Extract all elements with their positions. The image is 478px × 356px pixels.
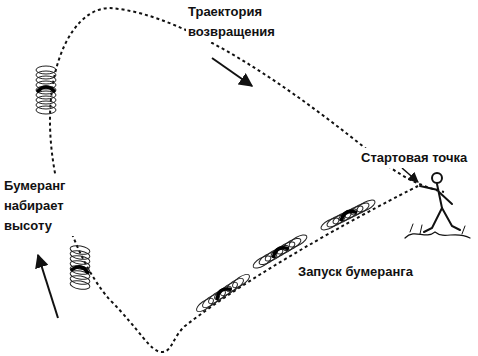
boomerang-trace <box>36 76 56 84</box>
boomerang-trace <box>36 71 56 79</box>
annotation-label: Стартовая точка <box>359 148 475 168</box>
boomerang <box>38 87 54 91</box>
direction-arrow <box>38 255 58 318</box>
boomerang-trace <box>36 96 56 104</box>
boomerang <box>340 209 356 220</box>
annotation-label: Бумеранг набирает высоту <box>2 176 80 236</box>
flight-path <box>50 8 444 352</box>
thrower-figure <box>405 173 470 238</box>
annotation-label: Траектория возвращения <box>186 2 286 42</box>
boomerang-trace <box>231 272 252 290</box>
boomerang-trace <box>287 233 308 250</box>
direction-arrow <box>212 58 252 86</box>
boomerang <box>215 286 230 298</box>
boomerang-trace <box>36 86 56 94</box>
boomerang-trace <box>36 101 56 109</box>
leader-arrow <box>402 168 418 182</box>
boomerang <box>272 245 288 256</box>
boomerang-trace <box>355 198 376 214</box>
annotation-label: Запуск бумеранга <box>296 262 430 282</box>
boomerang <box>72 266 88 273</box>
boomerang-trace <box>69 279 90 290</box>
boomerang-trace <box>349 201 370 217</box>
boomerang-trace <box>36 66 56 74</box>
boomerang-trace <box>69 264 90 275</box>
boomerang-trace <box>36 106 56 114</box>
